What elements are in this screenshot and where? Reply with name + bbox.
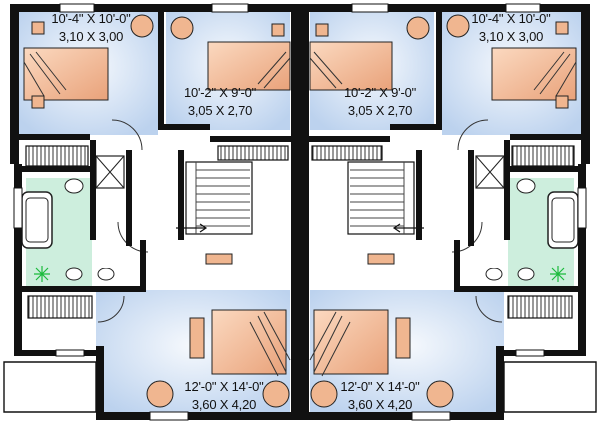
balcony-left xyxy=(3,361,97,413)
toilet-right xyxy=(516,178,536,194)
room-dim-metric: 3,05 X 2,70 xyxy=(347,103,413,118)
room-dim-imperial: 12'-0" X 14'-0" xyxy=(184,379,264,394)
toilet-left xyxy=(64,178,84,194)
staircase-left xyxy=(185,161,253,235)
windows xyxy=(13,3,587,421)
closet-mid-right xyxy=(311,145,383,161)
room-label-bedroom-bottom-right: 12'-0" X 14'-0" 3,60 X 4,20 xyxy=(322,380,438,412)
closet-top-center xyxy=(217,145,289,161)
bed-top-center xyxy=(207,41,291,91)
room-dim-metric: 3,10 X 3,00 xyxy=(478,29,544,44)
room-dim-metric: 3,05 X 2,70 xyxy=(187,103,253,118)
closet-bottom-left xyxy=(27,295,93,319)
room-label-bedroom-top-center: 10'-2" X 9'-0" 3,05 X 2,70 xyxy=(162,86,278,118)
room-dim-imperial: 10'-2" X 9'-0" xyxy=(183,85,257,100)
room-label-bedroom-mid-right: 10'-2" X 9'-0" 3,05 X 2,70 xyxy=(322,86,438,118)
room-dim-metric: 3,60 X 4,20 xyxy=(347,397,413,412)
room-dim-imperial: 10'-2" X 9'-0" xyxy=(343,85,417,100)
bed-top-right xyxy=(491,47,577,101)
plant-left xyxy=(34,266,50,282)
bed-bottom-left xyxy=(211,309,287,375)
closet-top-left xyxy=(25,145,89,167)
room-dim-metric: 3,10 X 3,00 xyxy=(58,29,124,44)
bed-top-left xyxy=(23,47,109,101)
bed-mid-right xyxy=(309,41,393,91)
room-dim-imperial: 12'-0" X 14'-0" xyxy=(340,379,420,394)
chair-top-left xyxy=(130,14,154,38)
left-unit xyxy=(18,10,291,414)
plant-right xyxy=(550,266,566,282)
staircase-right xyxy=(347,161,415,235)
room-dim-metric: 3,60 X 4,20 xyxy=(191,397,257,412)
walls xyxy=(10,4,590,420)
room-dim-imperial: 10'-4" X 10'-0" xyxy=(51,11,131,26)
closet-top-right xyxy=(511,145,575,167)
bed-bottom-right xyxy=(313,309,389,375)
room-label-bedroom-top-left: 10'-4" X 10'-0" 3,10 X 3,00 xyxy=(36,12,146,44)
room-label-bedroom-top-right: 10'-4" X 10'-0" 3,10 X 3,00 xyxy=(456,12,566,44)
room-label-bedroom-bottom-left: 12'-0" X 14'-0" 3,60 X 4,20 xyxy=(166,380,282,412)
balcony-right xyxy=(503,361,597,413)
closet-bottom-right xyxy=(507,295,573,319)
right-unit xyxy=(309,10,582,414)
room-dim-imperial: 10'-4" X 10'-0" xyxy=(471,11,551,26)
